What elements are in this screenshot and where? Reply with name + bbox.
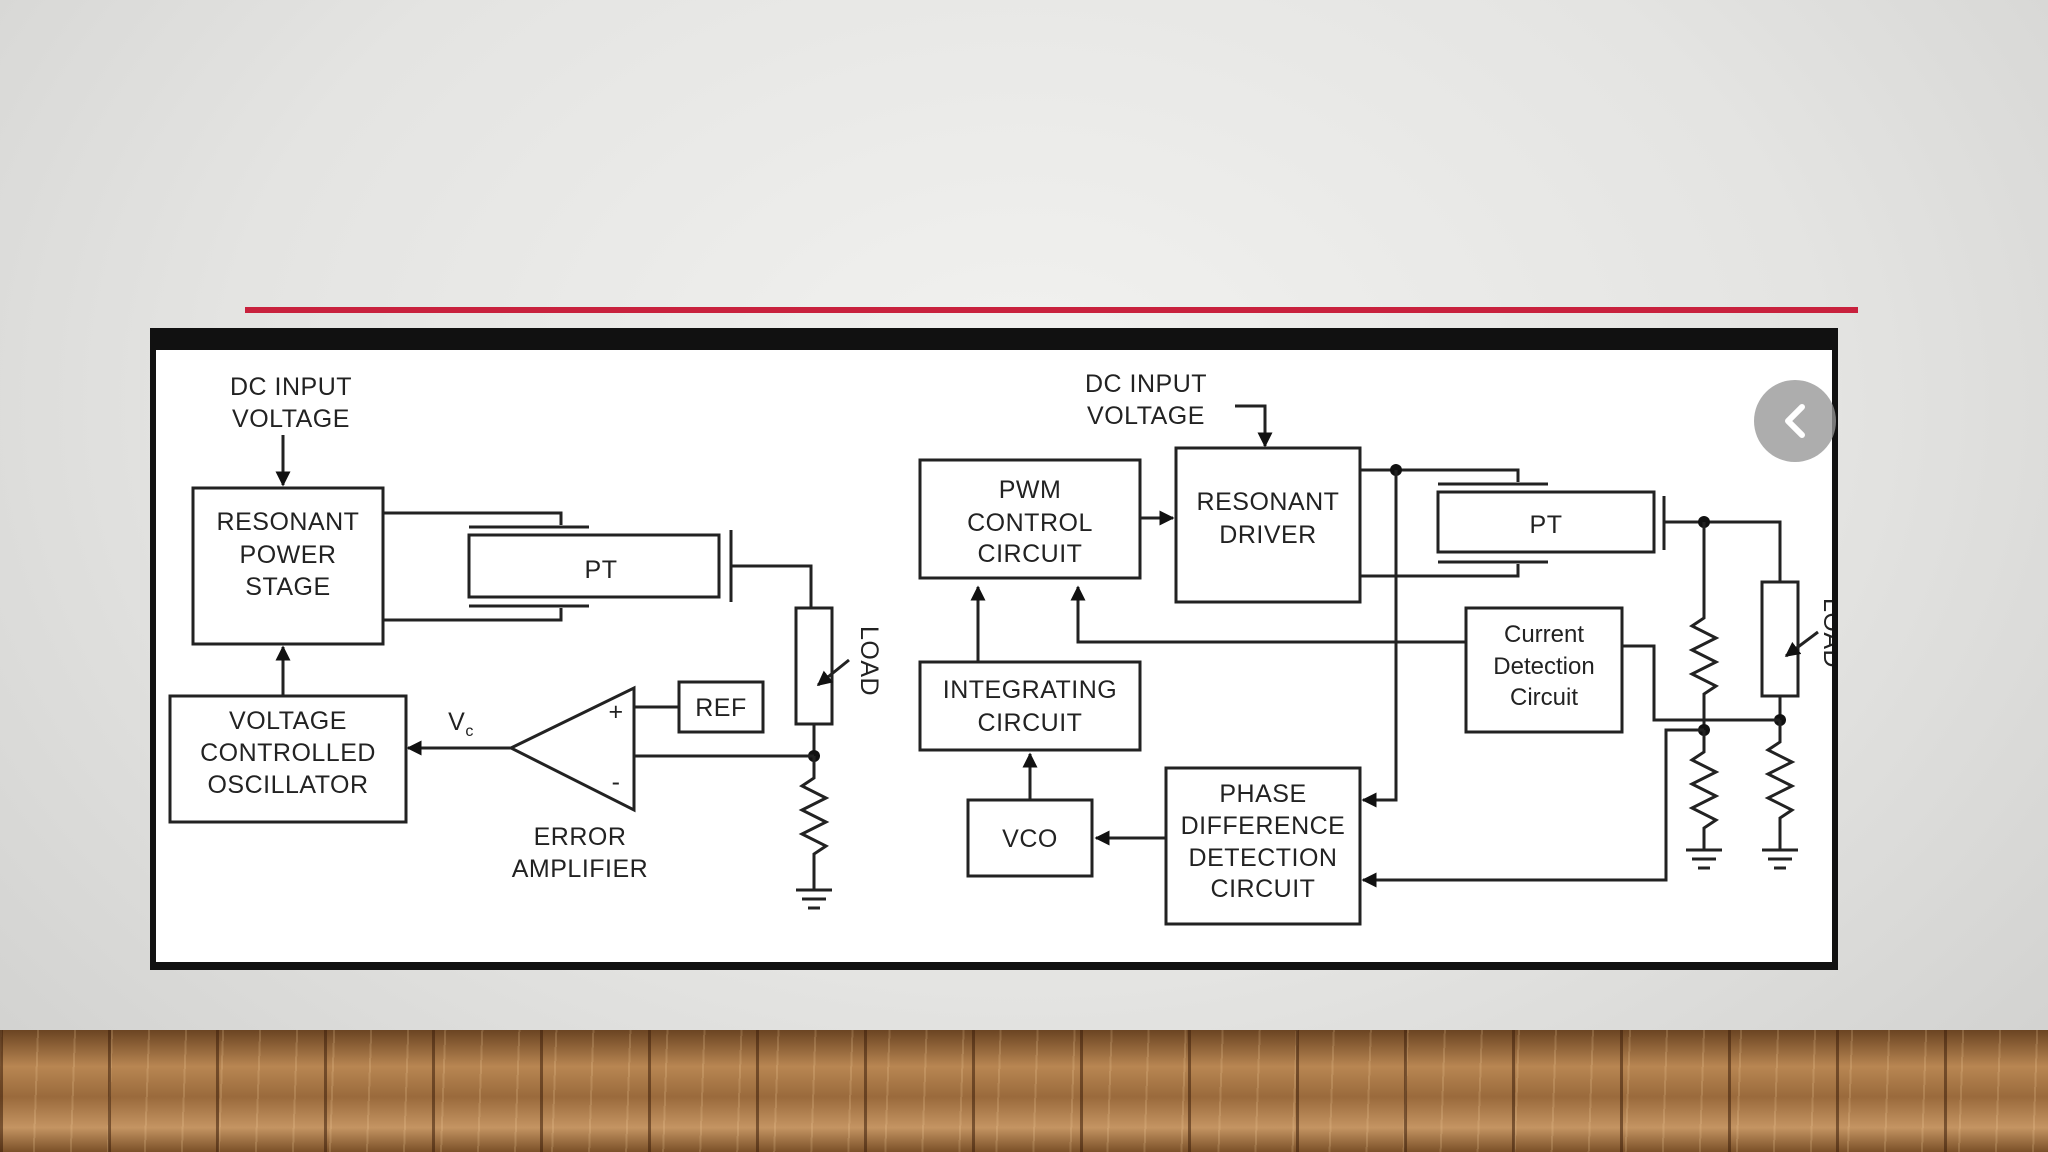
- current-detection-label-2: Detection: [1493, 653, 1594, 680]
- right-pt-lead-top: [1360, 468, 1520, 482]
- vco-label: VCO: [1002, 825, 1058, 853]
- pwm-label-3: CIRCUIT: [978, 540, 1083, 568]
- diagram-canvas: DC INPUT VOLTAGE RESONANT POWER STAGE PT: [156, 350, 1832, 962]
- left-pt-lead-top: [383, 511, 563, 525]
- error-amplifier-plus: +: [608, 698, 623, 726]
- resonant-power-stage-label-3: STAGE: [245, 573, 330, 601]
- vco-block-label-2: CONTROLLED: [200, 739, 376, 767]
- diagram-image-frame: DC INPUT VOLTAGE RESONANT POWER STAGE PT: [150, 328, 1838, 970]
- vco-block: [966, 798, 1094, 878]
- right-load-sense-resistor: [1764, 720, 1796, 850]
- left-sense-resistor: [798, 756, 830, 890]
- driver-to-phase-arrow: [1361, 470, 1398, 808]
- right-divider-resistor-bottom: [1688, 730, 1720, 850]
- left-load-arrow: [816, 658, 850, 687]
- error-amplifier-label-1: ERROR: [534, 823, 627, 851]
- resonant-power-stage-label-1: RESONANT: [217, 508, 360, 536]
- right-dc-input-label-2: VOLTAGE: [1087, 402, 1205, 430]
- right-load-resistor: [1760, 580, 1800, 698]
- phase-label-4: CIRCUIT: [1211, 875, 1316, 903]
- error-amplifier-minus: -: [612, 768, 621, 796]
- left-pt-label: PT: [585, 556, 618, 584]
- right-pt-lead-bottom: [1360, 564, 1520, 578]
- left-load-label: LOAD: [855, 626, 883, 696]
- left-dc-input-label-2: VOLTAGE: [232, 405, 350, 433]
- right-load-label: LOAD: [1818, 598, 1832, 668]
- resonant-driver-label-1: RESONANT: [1197, 488, 1340, 516]
- vco-block-label-1: VOLTAGE: [229, 707, 347, 735]
- error-amplifier-label-2: AMPLIFIER: [512, 855, 648, 883]
- phase-difference-detection-block: [1164, 766, 1362, 926]
- integrating-label-1: INTEGRATING: [943, 676, 1117, 704]
- right-divider-resistor-top: [1688, 522, 1720, 730]
- left-pt-lead-bottom: [383, 608, 563, 622]
- left-pt-block: [467, 533, 721, 599]
- left-dc-input-label-1: DC INPUT: [230, 373, 352, 401]
- resonant-driver-block: [1174, 446, 1362, 604]
- error-amplifier-symbol: [507, 685, 636, 813]
- left-circuit: DC INPUT VOLTAGE RESONANT POWER STAGE PT: [168, 373, 883, 910]
- voltage-controlled-oscillator-block: [168, 694, 408, 824]
- integrating-circuit-block: [918, 660, 1142, 752]
- resonant-driver-label-2: DRIVER: [1219, 521, 1316, 549]
- vco-block-label-3: OSCILLATOR: [207, 771, 368, 799]
- right-load-arrow: [1784, 630, 1819, 658]
- wooden-floor-background: [0, 1030, 2048, 1152]
- current-detection-label-3: Circuit: [1510, 684, 1578, 711]
- resonant-power-stage-block: [191, 486, 385, 646]
- phase-label-1: PHASE: [1219, 780, 1306, 808]
- current-detection-to-pwm-arrow: [1070, 585, 1466, 644]
- vc-label: Vc: [448, 708, 474, 740]
- right-circuit: DC INPUT VOLTAGE PWM CONTROL CIRCUIT RES…: [918, 370, 1832, 926]
- ref-block: [677, 680, 765, 734]
- chevron-left-icon: [1785, 404, 1805, 438]
- circuit-diagram: DC INPUT VOLTAGE RESONANT POWER STAGE PT: [168, 370, 1832, 926]
- current-detection-circuit-block: [1464, 606, 1624, 734]
- resonant-power-stage-label-2: POWER: [240, 541, 337, 569]
- left-pt-output-lead: [731, 564, 813, 608]
- left-load-resistor: [794, 606, 834, 726]
- current-detection-sense-wire: [1622, 644, 1780, 722]
- previous-image-button[interactable]: [1754, 380, 1836, 462]
- pwm-control-circuit-block: [918, 458, 1142, 580]
- pwm-label-2: CONTROL: [967, 509, 1093, 537]
- right-dc-input-arrow: [1235, 404, 1273, 448]
- right-dc-input-label-1: DC INPUT: [1085, 370, 1207, 398]
- pwm-label-1: PWM: [999, 476, 1062, 504]
- current-detection-label-1: Current: [1504, 621, 1584, 648]
- ref-label: REF: [695, 694, 747, 722]
- title-accent-line: [245, 307, 1858, 313]
- right-pt-label: PT: [1530, 511, 1563, 539]
- divider-to-phase-arrow: [1361, 728, 1704, 888]
- phase-label-3: DETECTION: [1189, 844, 1338, 872]
- right-pt-output-lead: [1664, 520, 1782, 582]
- phase-label-2: DIFFERENCE: [1181, 812, 1346, 840]
- integrating-label-2: CIRCUIT: [978, 709, 1083, 737]
- right-pt-block: [1436, 490, 1656, 554]
